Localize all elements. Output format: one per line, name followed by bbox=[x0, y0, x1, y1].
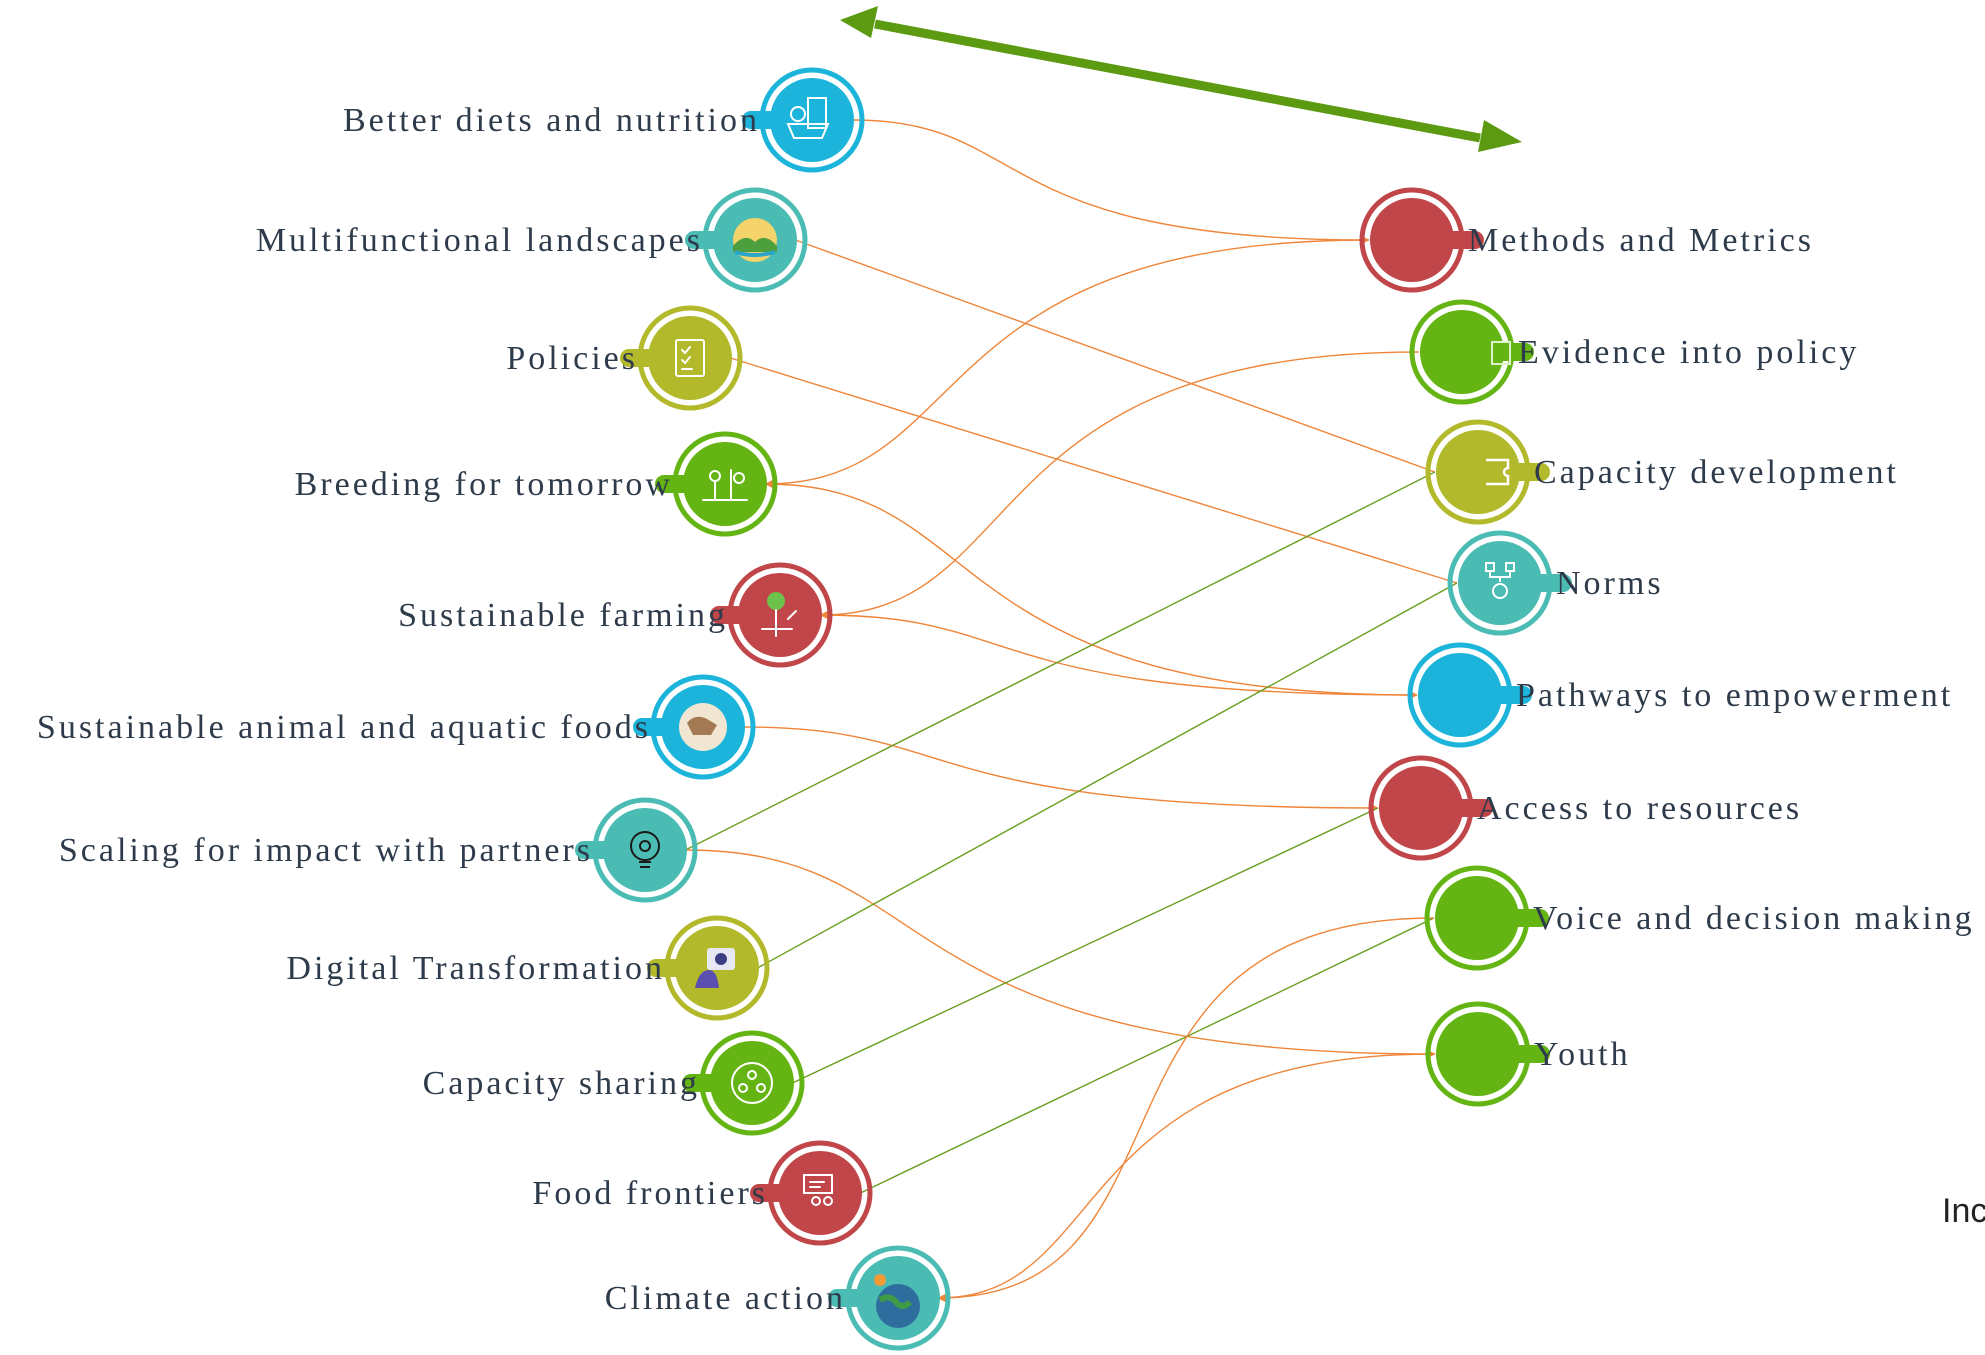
side-text-fragment: Inc bbox=[1942, 1192, 1985, 1230]
label-voice: Voice and decision making bbox=[1533, 900, 1975, 937]
node-pathways[interactable]: Pathways to empowerment bbox=[1407, 642, 1953, 748]
nodes-layer: Better diets and nutritionMultifunctiona… bbox=[37, 67, 1975, 1351]
idea-network-icon bbox=[1485, 562, 1515, 599]
label-climate: Climate action bbox=[605, 1280, 846, 1317]
node-access[interactable]: Access to resources bbox=[1368, 755, 1802, 861]
farming-tree-icon bbox=[761, 592, 797, 637]
node-evidence[interactable]: Evidence into policy bbox=[1409, 299, 1859, 405]
presentation-board-icon bbox=[803, 1174, 833, 1206]
label-norms: Norms bbox=[1556, 565, 1664, 602]
node-youth[interactable]: Youth bbox=[1425, 1001, 1631, 1107]
label-scaling: Scaling for impact with partners bbox=[59, 832, 593, 869]
node-animal[interactable]: Sustainable animal and aquatic foods bbox=[37, 674, 756, 780]
label-policies: Policies bbox=[506, 340, 638, 377]
label-capdev: Capacity development bbox=[1534, 454, 1899, 491]
links-layer bbox=[685, 119, 1458, 1303]
link-voice-climate bbox=[937, 917, 1434, 1303]
cow-fish-icon bbox=[679, 703, 727, 751]
link-landscapes-capdev bbox=[795, 239, 1436, 473]
top-double-arrow bbox=[840, 6, 1522, 152]
earth-climate-icon bbox=[874, 1274, 920, 1328]
label-landscapes: Multifunctional landscapes bbox=[256, 222, 703, 259]
label-frontiers: Food frontiers bbox=[532, 1175, 768, 1212]
label-methods: Methods and Metrics bbox=[1468, 222, 1814, 259]
lab-research-icon bbox=[702, 469, 748, 501]
label-farming: Sustainable farming bbox=[398, 597, 728, 634]
landscape-icon bbox=[733, 218, 777, 262]
node-landscapes[interactable]: Multifunctional landscapes bbox=[256, 187, 808, 293]
node-methods[interactable]: Methods and Metrics bbox=[1359, 187, 1814, 293]
link-diets-methods bbox=[852, 119, 1370, 245]
node-digital[interactable]: Digital Transformation bbox=[286, 915, 770, 1021]
node-breeding[interactable]: Breeding for tomorrow bbox=[295, 431, 778, 537]
link-farming-pathways bbox=[820, 614, 1418, 700]
link-scaling-youth bbox=[685, 849, 1436, 1059]
node-capsharing[interactable]: Capacity sharing bbox=[423, 1030, 805, 1136]
ticket-icon bbox=[1486, 458, 1510, 486]
label-animal: Sustainable animal and aquatic foods bbox=[37, 709, 651, 746]
link-youth-climate bbox=[937, 1053, 1435, 1303]
clipboard-checklist-icon bbox=[675, 339, 705, 377]
link-breeding-pathways bbox=[765, 483, 1418, 700]
people-network-icon bbox=[731, 1062, 773, 1104]
label-pathways: Pathways to empowerment bbox=[1516, 677, 1953, 714]
link-frontiers-voice bbox=[860, 917, 1435, 1194]
node-capdev[interactable]: Capacity development bbox=[1425, 419, 1899, 525]
node-farming[interactable]: Sustainable farming bbox=[398, 562, 833, 668]
food-basket-icon bbox=[786, 97, 830, 139]
label-digital: Digital Transformation bbox=[286, 950, 665, 987]
link-policies-norms bbox=[730, 357, 1458, 584]
label-diets: Better diets and nutrition bbox=[343, 102, 760, 139]
link-methods-breeding bbox=[764, 239, 1369, 489]
label-breeding: Breeding for tomorrow bbox=[295, 466, 673, 503]
label-evidence: Evidence into policy bbox=[1518, 334, 1859, 371]
label-capsharing: Capacity sharing bbox=[423, 1065, 700, 1102]
node-scaling[interactable]: Scaling for impact with partners bbox=[59, 797, 698, 903]
link-scaling-capdev bbox=[685, 471, 1436, 851]
node-diets[interactable]: Better diets and nutrition bbox=[343, 67, 865, 173]
link-digital-norms bbox=[757, 582, 1458, 969]
label-access: Access to resources bbox=[1477, 790, 1802, 827]
building-icon bbox=[1491, 341, 1511, 365]
link-evidence-farming bbox=[819, 351, 1419, 620]
node-norms[interactable]: Norms bbox=[1447, 530, 1664, 636]
node-climate[interactable]: Climate action bbox=[605, 1245, 951, 1351]
digital-person-icon bbox=[695, 948, 735, 988]
node-policies[interactable]: Policies bbox=[506, 305, 743, 411]
node-frontiers[interactable]: Food frontiers bbox=[532, 1140, 873, 1246]
lightbulb-gear-icon bbox=[630, 831, 660, 868]
node-voice[interactable]: Voice and decision making bbox=[1424, 865, 1975, 971]
link-capsharing-access bbox=[792, 807, 1379, 1084]
label-youth: Youth bbox=[1534, 1036, 1631, 1073]
link-animal-access bbox=[743, 726, 1379, 813]
